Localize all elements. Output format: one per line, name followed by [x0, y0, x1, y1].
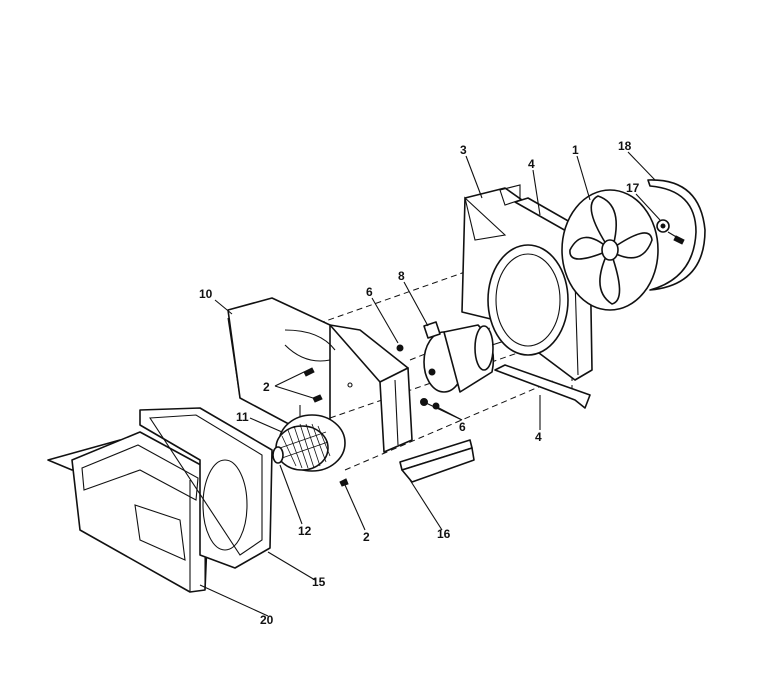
partition-part-3	[461, 184, 593, 381]
front-grille-part-20	[47, 431, 211, 593]
callout-6-lower: 6	[459, 420, 466, 434]
callout-15: 15	[312, 575, 326, 589]
callout-4-upper: 4	[528, 157, 535, 171]
callout-11: 11	[236, 410, 249, 424]
motor-mount-bracket	[329, 324, 413, 453]
condenser-fan-part-1	[561, 189, 659, 311]
fan-hub-part-17	[656, 219, 685, 245]
callout-3: 3	[460, 143, 467, 157]
callout-20: 20	[260, 613, 274, 627]
callout-4-lower: 4	[535, 430, 542, 444]
callout-labels: 1 2 2 3 4 4 6 6 8 10 11 12 15 16 17 18 2…	[199, 139, 640, 627]
callout-18: 18	[618, 139, 632, 153]
screws-part-2	[303, 367, 349, 487]
callout-16: 16	[437, 527, 451, 541]
front-panel-part-15	[139, 407, 273, 569]
motor-part-8	[423, 321, 521, 393]
lower-bracket-part-16	[399, 439, 475, 483]
callout-8: 8	[398, 269, 405, 283]
leader-lines	[199, 151, 661, 617]
blower-wheel-part-11	[272, 414, 346, 472]
slinger-ring-part-18	[647, 179, 706, 291]
callout-6-upper: 6	[366, 285, 373, 299]
callout-2-upper: 2	[263, 380, 270, 394]
callout-12: 12	[298, 524, 312, 538]
callout-17: 17	[626, 181, 640, 195]
callout-2-lower: 2	[363, 530, 370, 544]
callout-1: 1	[572, 143, 579, 157]
callout-10: 10	[199, 287, 213, 301]
